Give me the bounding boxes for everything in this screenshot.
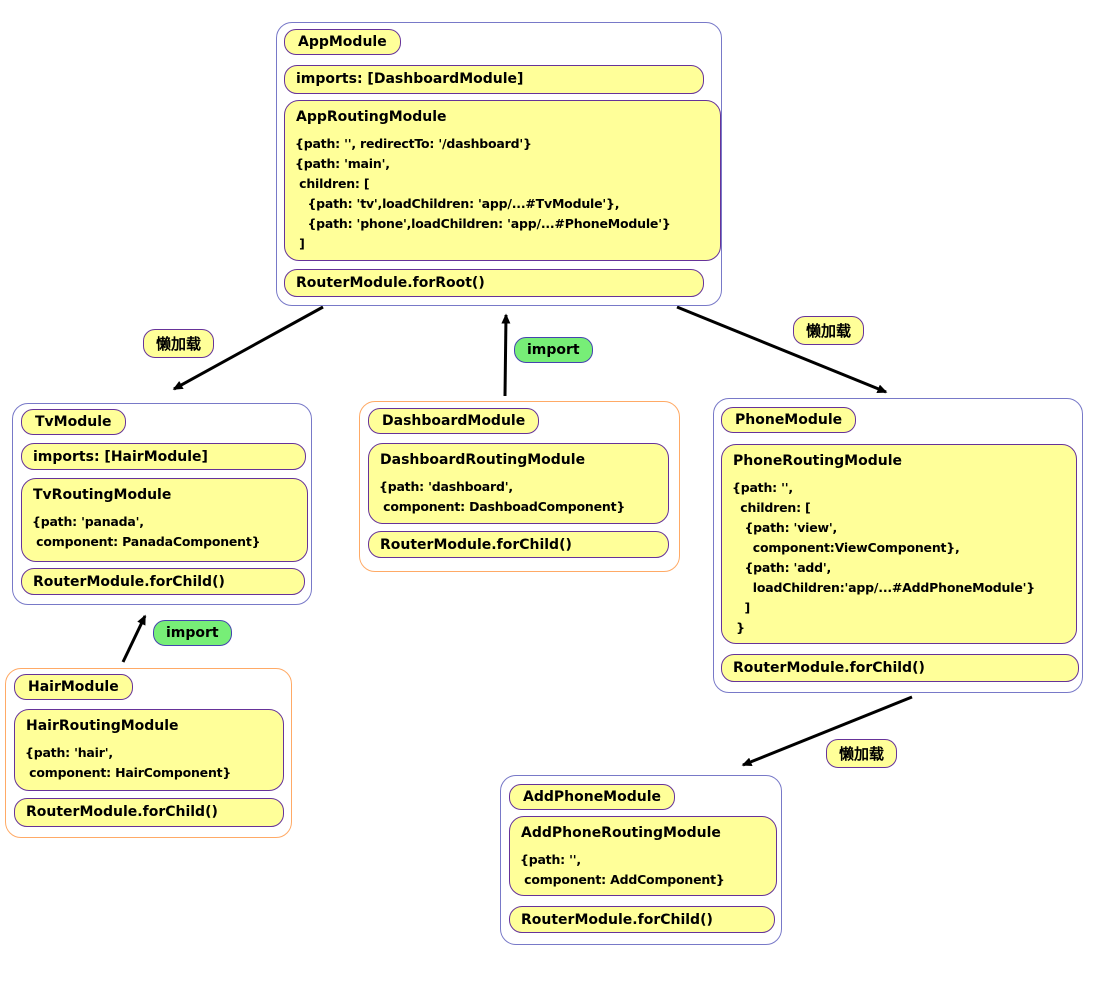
dashboard-router-row: RouterModule.forChild() [368,531,669,558]
tv-routing-box: TvRoutingModule {path: 'panada', compone… [21,478,308,562]
addphone-module-title-chip: AddPhoneModule [509,784,676,810]
addphone-routing-code: {path: '', component: AddComponent} [520,852,725,887]
phone-module-box: PhoneModule PhoneRoutingModule {path: ''… [713,398,1083,693]
dashboard-routing-box: DashboardRoutingModule {path: 'dashboard… [368,443,669,524]
import-label-hair: import [153,620,232,646]
hair-routing-code: {path: 'hair', component: HairComponent} [25,745,232,780]
lazy-load-label-phone: 懒加载 [793,316,865,345]
import-label-dashboard: import [514,337,593,363]
lazy-load-label-addphone: 懒加载 [826,739,898,768]
hair-routing-box: HairRoutingModule {path: 'hair', compone… [14,709,284,791]
app-router-row: RouterModule.forRoot() [284,269,704,297]
app-routing-title: AppRoutingModule [296,109,447,125]
arrow-dashboard-to-app [501,313,511,397]
dashboard-routing-title: DashboardRoutingModule [380,452,586,468]
phone-routing-title: PhoneRoutingModule [733,453,902,469]
tv-module-title-chip: TvModule [21,409,126,435]
arrow-hair-to-tv [121,614,147,663]
tv-module-box: TvModule imports: [HairModule] TvRouting… [12,403,312,605]
app-routing-box: AppRoutingModule {path: '', redirectTo: … [284,100,721,261]
app-imports-row: imports: [DashboardModule] [284,65,704,94]
addphone-routing-title: AddPhoneRoutingModule [521,825,721,841]
app-routing-code: {path: '', redirectTo: '/dashboard'} {pa… [295,136,671,251]
addphone-router-row: RouterModule.forChild() [509,906,775,933]
tv-routing-title: TvRoutingModule [33,487,172,503]
dashboard-routing-code: {path: 'dashboard', component: DashboadC… [379,479,626,514]
addphone-module-box: AddPhoneModule AddPhoneRoutingModule {pa… [500,775,782,945]
tv-routing-code: {path: 'panada', component: PanadaCompon… [32,514,261,549]
tv-router-row: RouterModule.forChild() [21,568,305,595]
dashboard-module-title-chip: DashboardModule [368,408,540,434]
tv-imports-row: imports: [HairModule] [21,443,306,470]
hair-module-title-chip: HairModule [14,674,133,700]
phone-router-row: RouterModule.forChild() [721,654,1079,682]
app-module-box: AppModule imports: [DashboardModule] App… [276,22,722,306]
hair-router-row: RouterModule.forChild() [14,798,284,827]
hair-routing-title: HairRoutingModule [26,718,179,734]
hair-module-box: HairModule HairRoutingModule {path: 'hai… [5,668,292,838]
app-module-title-chip: AppModule [284,29,401,55]
phone-routing-code: {path: '', children: [ {path: 'view', co… [732,480,1035,635]
phone-module-title-chip: PhoneModule [721,407,857,433]
dashboard-module-box: DashboardModule DashboardRoutingModule {… [359,401,680,572]
lazy-load-label-tv: 懒加载 [143,329,215,358]
phone-routing-box: PhoneRoutingModule {path: '', children: … [721,444,1077,644]
addphone-routing-box: AddPhoneRoutingModule {path: '', compone… [509,816,777,896]
